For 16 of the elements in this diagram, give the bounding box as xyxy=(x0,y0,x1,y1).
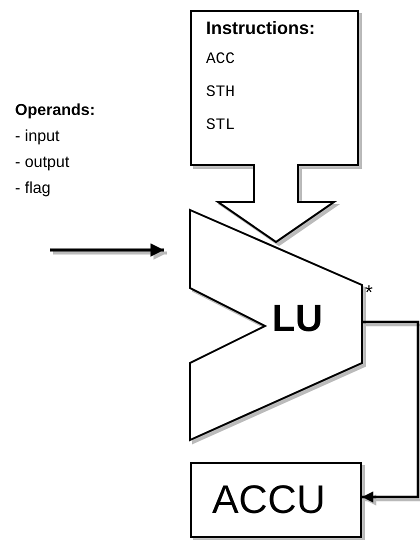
operand-item: - input xyxy=(15,127,60,147)
register-label: ACCU xyxy=(212,478,326,523)
arrow xyxy=(50,243,164,257)
instruction-box xyxy=(190,10,362,244)
unit-label: LU xyxy=(272,298,323,341)
logic-unit-shape xyxy=(190,210,362,440)
operand-item: - output xyxy=(15,153,70,173)
register-box xyxy=(190,462,362,538)
box-heading: Instructions: xyxy=(206,18,316,39)
operands-heading: Operands: xyxy=(15,101,96,121)
instruction-code: ACC xyxy=(206,50,235,68)
footnote-mark: * xyxy=(365,282,373,305)
arrow xyxy=(362,320,420,503)
operand-item: - flag xyxy=(15,179,52,199)
instruction-code: STH xyxy=(206,83,235,101)
instruction-code: STL xyxy=(206,116,235,134)
